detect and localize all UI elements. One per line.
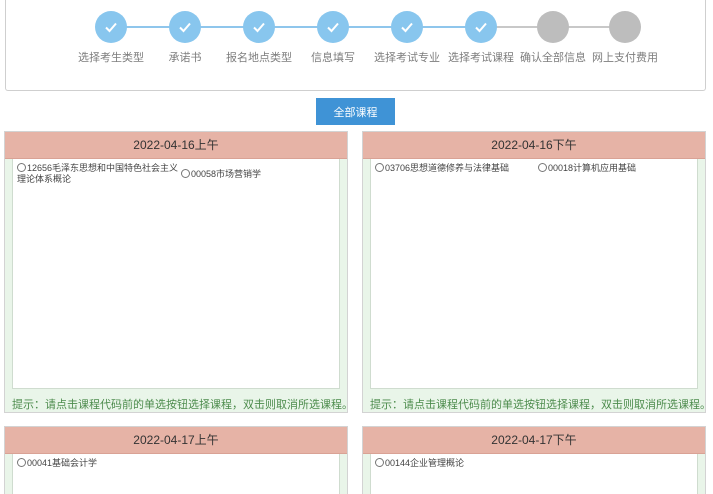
step-2: 承诺书 bbox=[140, 11, 230, 65]
session-panel-0417-pm: 2022-04-17下午 00144企业管理概论 bbox=[362, 426, 706, 494]
radio-button[interactable] bbox=[17, 458, 26, 467]
step-3: 报名地点类型 bbox=[214, 11, 304, 65]
course-option-00058[interactable]: 00058市场营销学 bbox=[181, 169, 261, 180]
all-courses-button[interactable]: 全部课程 bbox=[316, 98, 395, 125]
session-panel-0417-am: 2022-04-17上午 00041基础会计学 bbox=[4, 426, 348, 494]
hint-text: 提示：请点击课程代码前的单选按钮选择课程，双击则取消所选课程。 bbox=[12, 399, 353, 411]
session-title: 2022-04-17下午 bbox=[363, 427, 705, 454]
step-label: 选择考试课程 bbox=[448, 52, 514, 64]
step-1: 选择考生类型 bbox=[66, 11, 156, 65]
step-5: 选择考试专业 bbox=[362, 11, 452, 65]
check-icon bbox=[95, 11, 127, 43]
step-7: 确认全部信息 bbox=[508, 11, 598, 65]
course-option-00144[interactable]: 00144企业管理概论 bbox=[375, 458, 464, 469]
course-label: 12656毛泽东思想和中国特色社会主义理论体系概论 bbox=[17, 163, 179, 184]
progress-steps: 选择考生类型 承诺书 报名地点类型 信息填写 选择考试专业 选择考试课程 确认全… bbox=[5, 0, 706, 91]
check-icon bbox=[391, 11, 423, 43]
check-icon bbox=[317, 11, 349, 43]
hint-text: 提示：请点击课程代码前的单选按钮选择课程，双击则取消所选课程。 bbox=[370, 399, 711, 411]
course-option-12656[interactable]: 12656毛泽东思想和中国特色社会主义理论体系概论 bbox=[17, 163, 179, 185]
pending-circle-icon bbox=[609, 11, 641, 43]
session-panel-0416-pm: 2022-04-16下午 03706思想道德修养与法律基础 00018计算机应用… bbox=[362, 131, 711, 413]
check-icon bbox=[243, 11, 275, 43]
course-label: 00058市场营销学 bbox=[191, 169, 262, 179]
step-label: 选择考试专业 bbox=[374, 52, 440, 64]
step-6: 选择考试课程 bbox=[436, 11, 526, 65]
step-label: 确认全部信息 bbox=[520, 52, 586, 64]
session-title: 2022-04-16下午 bbox=[363, 132, 705, 159]
course-label: 00041基础会计学 bbox=[27, 458, 98, 468]
check-icon bbox=[169, 11, 201, 43]
step-label: 承诺书 bbox=[168, 52, 202, 64]
step-label: 网上支付费用 bbox=[592, 52, 658, 64]
course-label: 00144企业管理概论 bbox=[385, 458, 465, 468]
course-label: 03706思想道德修养与法律基础 bbox=[385, 163, 510, 173]
step-4: 信息填写 bbox=[288, 11, 378, 65]
course-list: 12656毛泽东思想和中国特色社会主义理论体系概论 00058市场营销学 bbox=[12, 159, 340, 389]
step-label: 选择考生类型 bbox=[78, 52, 144, 64]
radio-button[interactable] bbox=[181, 169, 190, 178]
session-title: 2022-04-16上午 bbox=[5, 132, 347, 159]
course-option-00041[interactable]: 00041基础会计学 bbox=[17, 458, 97, 469]
session-title: 2022-04-17上午 bbox=[5, 427, 347, 454]
session-panel-0416-am: 2022-04-16上午 12656毛泽东思想和中国特色社会主义理论体系概论 0… bbox=[4, 131, 353, 413]
course-option-03706[interactable]: 03706思想道德修养与法律基础 bbox=[375, 163, 509, 174]
radio-button[interactable] bbox=[17, 163, 26, 172]
step-8: 网上支付费用 bbox=[580, 11, 670, 65]
course-option-00018[interactable]: 00018计算机应用基础 bbox=[538, 163, 636, 174]
check-icon bbox=[465, 11, 497, 43]
course-list: 00041基础会计学 bbox=[12, 454, 340, 494]
course-label: 00018计算机应用基础 bbox=[548, 163, 637, 173]
radio-button[interactable] bbox=[538, 163, 547, 172]
radio-button[interactable] bbox=[375, 163, 384, 172]
step-label: 报名地点类型 bbox=[226, 52, 292, 64]
step-label: 信息填写 bbox=[311, 52, 355, 64]
pending-circle-icon bbox=[537, 11, 569, 43]
course-list: 03706思想道德修养与法律基础 00018计算机应用基础 bbox=[370, 159, 698, 389]
course-list: 00144企业管理概论 bbox=[370, 454, 698, 494]
progress-line-done bbox=[111, 26, 481, 28]
radio-button[interactable] bbox=[375, 458, 384, 467]
